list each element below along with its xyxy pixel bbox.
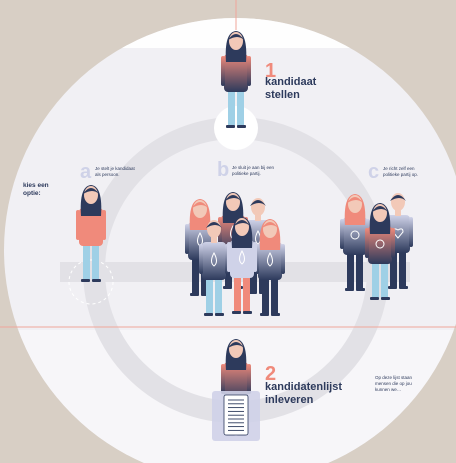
step1-number: 1 (265, 60, 277, 82)
choose-label-line2: optie: (23, 190, 41, 197)
step1-person-icon (221, 31, 251, 128)
option-c-desc-line1: Je richt zelf een (383, 166, 415, 171)
step2-label-line1: kandidatenlijst (265, 381, 343, 393)
option-b-desc-line1: Je sluit je aan bij een (232, 165, 275, 170)
document-icon (212, 391, 260, 441)
fist-icon (375, 239, 385, 249)
group-c-person-icon (365, 203, 395, 300)
option-c-letter: c (368, 161, 380, 183)
water-drop-icon (211, 251, 217, 267)
side-note: Op deze lijst staan mensen die op jou ku… (375, 375, 420, 397)
option-c-desc-line2: politieke partij op. (383, 172, 419, 177)
step1-label-line1: kandidaat (265, 76, 317, 88)
step1-label-line2: stellen (265, 89, 300, 101)
step2-label-line2: inleveren (265, 394, 314, 406)
step2-number: 2 (265, 363, 277, 385)
side-note-line1: Op deze lijst staan (375, 375, 413, 380)
option-a-desc-line2: als persoon. (95, 172, 120, 177)
option-b-desc-line2: politieke partij. (232, 171, 261, 176)
water-drop-icon (267, 251, 273, 267)
option-b-letter: b (217, 159, 230, 181)
side-note-line2: mensen die op jou (375, 381, 412, 386)
step1-node (214, 106, 258, 150)
water-drop-icon (239, 249, 245, 265)
option-a-letter: a (80, 161, 92, 183)
option-a-desc-line1: Je stelt je kandidaat (95, 166, 135, 171)
choose-label-line1: kies een (23, 182, 49, 189)
group-b-person-icon (227, 217, 257, 314)
group-c-person-icon (340, 194, 370, 291)
fist-icon (350, 230, 360, 240)
option-a-node (68, 259, 114, 305)
option-a-person-icon (76, 185, 106, 282)
side-note-line3: kunnen we… (375, 387, 402, 392)
